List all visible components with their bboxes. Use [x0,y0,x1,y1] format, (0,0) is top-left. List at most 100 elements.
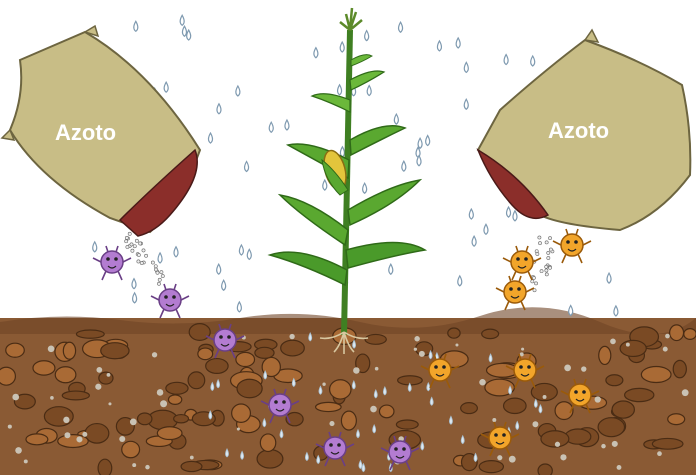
soil-pebble-icon [237,427,240,430]
soil-stone-icon [538,464,552,475]
soil-stone-icon [99,372,113,384]
soil-pebble-icon [581,366,586,371]
soil-pebble-icon [626,343,630,347]
soil-stone-icon [181,461,202,471]
raindrop-icon [484,224,488,234]
soil-pebble-icon [370,406,377,413]
soil-pebble-icon [479,379,486,386]
soil-stone-icon [255,347,274,358]
soil-stone-icon [157,427,182,440]
fertilizer-granule [545,273,548,276]
soil-stone-icon [341,411,356,430]
fertilizer-granule [125,240,128,243]
fertilizer-granule [160,271,163,274]
fertilizer-granule [142,249,145,252]
soil-pebble-icon [555,442,560,447]
fertilizer-granule [534,282,537,285]
fertilizer-granule [137,260,140,263]
soil-pebble-icon [190,456,194,460]
soil-stone-icon [668,414,685,425]
raindrop-icon [247,249,251,259]
soil-pebble-icon [509,456,516,463]
soil-stone-icon [379,405,393,418]
soil-stone-icon [257,450,283,468]
soil-stone-icon [236,352,255,366]
fertilizer-granule [151,261,154,264]
soil-stone-icon [670,325,684,341]
soil-pebble-icon [532,421,538,427]
soil-stone-icon [198,348,213,360]
soil-pebble-icon [132,463,136,467]
raindrop-icon [614,306,618,316]
left-bag-label: Azoto [55,120,116,145]
raindrop-icon [394,114,398,124]
falling-granules-right [531,236,554,292]
raindrop-icon [399,22,403,32]
raindrop-icon [417,156,421,166]
raindrop-icon [285,120,289,130]
fertilizer-granule [548,266,551,269]
soil-stone-icon [76,330,104,338]
soil-pebble-icon [665,334,670,339]
soil-stone-icon [652,438,683,449]
soil-stone-icon [122,441,140,457]
soil-stone-icon [260,434,275,452]
soil-pebble-icon [543,395,547,399]
raindrop-icon [464,62,468,72]
soil-stone-icon [166,382,188,394]
fertilizer-granule [140,261,143,264]
fertilizer-granule [126,245,129,248]
soil-stone-icon [62,391,89,400]
fertilizer-granule [536,252,539,255]
soil-stone-icon [606,375,623,386]
raindrop-icon [464,99,468,109]
fertilizer-granule [545,269,548,272]
raindrop-icon [456,38,460,48]
orange-microbe-icon [496,276,534,310]
raindrop-icon [269,122,273,132]
raindrop-icon [367,86,371,96]
soil-stone-icon [625,388,654,401]
soil-stone-icon [482,329,499,338]
soil-stone-icon [6,343,25,357]
soil-pebble-icon [160,400,167,407]
raindrop-icon [237,302,241,312]
raindrop-icon [607,273,611,283]
fertilizer-granule [158,278,161,281]
soil-stone-icon [138,413,152,425]
soil-pebble-icon [610,339,616,345]
raindrop-icon [472,236,476,246]
fertilizer-bag-left: Azoto [2,26,200,236]
raindrop-icon [164,82,168,92]
soil-stone-icon [168,395,181,404]
soil-stone-icon [599,346,611,364]
fertilizer-granule [538,236,541,239]
purple-microbe-icon [151,284,189,318]
soil-pebble-icon [107,373,111,377]
soil-pebble-icon [15,447,22,454]
fertilizer-granule [128,232,131,235]
soil-stone-icon [101,343,129,359]
soil-pebble-icon [612,441,618,447]
soil-pebble-icon [492,418,496,422]
soil-stone-icon [33,361,55,375]
soil-pebble-icon [119,436,125,442]
raindrop-icon [217,264,221,274]
soil-pebble-icon [455,344,458,347]
fertilizer-granule [154,268,157,271]
soil-pebble-icon [96,367,102,373]
soil-layer [0,307,696,475]
corn-plant [270,8,425,354]
soil-pebble-icon [414,348,417,351]
soil-pebble-icon [48,345,55,352]
soil-pebble-icon [353,367,360,374]
raindrop-icon [132,279,136,289]
raindrop-icon [236,86,240,96]
fertilizer-granule [547,256,550,259]
soil-pebble-icon [663,347,668,352]
soil-pebble-icon [419,351,425,357]
soil-stone-icon [504,398,527,413]
raindrop-icon [314,48,318,58]
raindrop-icon [93,242,97,252]
